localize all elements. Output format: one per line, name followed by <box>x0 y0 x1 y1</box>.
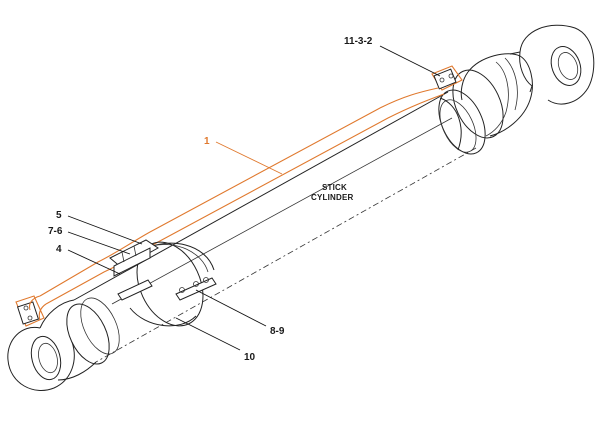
callout-8-9: 8-9 <box>270 326 285 337</box>
caption-line-1: STICK <box>322 183 347 192</box>
head-end-eye <box>7 297 120 391</box>
callout-11-3-2: 11-3-2 <box>344 36 373 47</box>
rod-end-eye <box>509 24 595 105</box>
rod-head <box>438 53 533 155</box>
callout-labels: 1 11-3-2 5 7-6 4 8-9 10 STICK CYLINDER <box>48 36 373 363</box>
callout-7-6: 7-6 <box>48 226 63 237</box>
callout-5: 5 <box>56 210 62 221</box>
caption-line-2: CYLINDER <box>311 193 354 202</box>
hose-assembly <box>15 65 463 327</box>
leader-lines <box>67 45 441 351</box>
hose-clamp <box>109 239 217 327</box>
head-end-flange <box>16 301 40 325</box>
callout-4: 4 <box>56 244 62 255</box>
callout-1: 1 <box>204 136 210 147</box>
cylinder-barrel <box>73 91 477 363</box>
callout-10: 10 <box>244 352 256 363</box>
